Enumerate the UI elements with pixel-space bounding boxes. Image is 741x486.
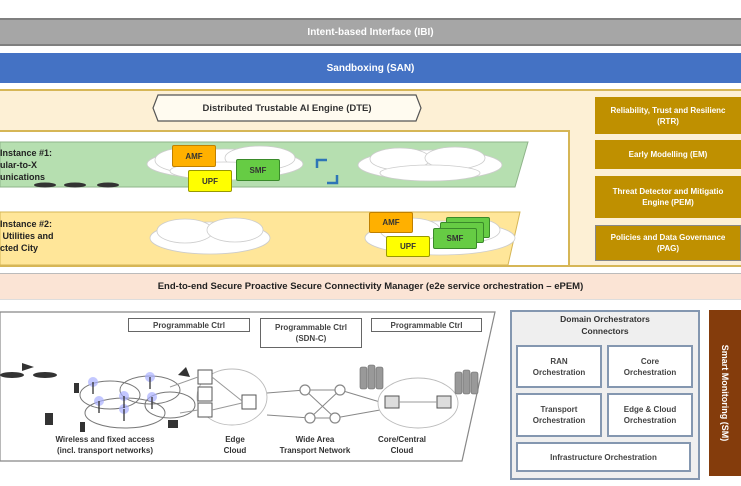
instance-1-label: Instance #1: ular-to-X unications — [0, 148, 53, 182]
pem-line2: Engine (PEM) — [642, 198, 694, 207]
sdn-controller-box[interactable]: Programmable Ctrl (SDN-C) — [260, 318, 362, 348]
cloud-icon — [357, 146, 503, 182]
dte-label: Distributed Trustable AI Engine (DTE) — [202, 102, 372, 114]
upf-function[interactable]: UPF — [188, 170, 232, 192]
smf-function[interactable]: SMF — [236, 159, 280, 181]
programmable-ctrl-box[interactable]: Programmable Ctrl — [128, 318, 250, 332]
server-rack-icons — [359, 364, 479, 395]
ctrl-label: Programmable Ctrl — [274, 323, 348, 332]
smf-function[interactable]: SMF — [433, 228, 477, 249]
rtr-line2: (RTR) — [657, 116, 679, 126]
amf-function[interactable]: AMF — [172, 145, 216, 167]
dte-label-box: Distributed Trustable AI Engine (DTE) — [152, 94, 422, 122]
network-infrastructure — [0, 311, 496, 462]
em-line1: Early Modelling (EM) — [628, 150, 708, 159]
epem-layer: End-to-end Secure Proactive Secure Conne… — [0, 273, 741, 300]
device-icons — [45, 367, 190, 432]
ctrl-sublabel: (SDN-C) — [295, 334, 327, 343]
em-module[interactable]: Early Modelling (EM) — [595, 140, 741, 169]
upf-function[interactable]: UPF — [386, 236, 430, 257]
access-network-label: Wireless and fixed access(incl. transpor… — [55, 435, 155, 455]
focus-bracket-icon — [315, 158, 339, 185]
ctrl-label: Programmable Ctrl — [152, 320, 226, 330]
rtr-line1: Reliability, Trust and Resilienc — [610, 105, 726, 115]
pag-line1: Policies and Data Governance — [610, 233, 726, 242]
domain-orchestrators-title: Domain Orchestrators Connectors — [560, 314, 650, 336]
san-label: Sandboxing (SAN) — [326, 62, 415, 74]
core-cloud-icon — [377, 377, 459, 429]
edge-cloud-icon — [196, 368, 268, 426]
vehicle-icons — [0, 363, 57, 378]
amf-function[interactable]: AMF — [369, 212, 413, 233]
core-router-icons — [384, 395, 452, 409]
smart-monitoring-panel[interactable]: Smart Monitoring (SM) — [709, 310, 741, 476]
ctrl-label: Programmable Ctrl — [390, 320, 463, 330]
cloud-icon — [149, 217, 271, 255]
smart-monitoring-label: Smart Monitoring (SM) — [720, 344, 730, 442]
intent-based-interface-layer: Intent-based Interface (IBI) — [0, 18, 741, 46]
infrastructure-orchestration[interactable]: Infrastructure Orchestration — [516, 442, 691, 472]
car-icons — [34, 182, 119, 188]
edge-server-icons — [197, 369, 257, 418]
programmable-ctrl-box[interactable]: Programmable Ctrl — [371, 318, 482, 332]
pem-line1: Threat Detector and Mitigatio — [612, 187, 724, 196]
pag-module[interactable]: Policies and Data Governance (PAG) — [595, 225, 741, 261]
dte-hexagon-shape — [152, 94, 422, 122]
rtr-module[interactable]: Reliability, Trust and Resilienc (RTR) — [595, 97, 741, 134]
instance-2-label: Instance #2: Utilities and cted City — [0, 219, 54, 253]
slice-planes — [0, 141, 529, 266]
sandboxing-layer: Sandboxing (SAN) — [0, 53, 741, 83]
pem-module[interactable]: Threat Detector and Mitigatio Engine (PE… — [595, 176, 741, 218]
pag-line2: (PAG) — [656, 244, 680, 253]
epem-label: End-to-end Secure Proactive Secure Conne… — [157, 281, 584, 292]
ibi-label: Intent-based Interface (IBI) — [307, 26, 434, 38]
